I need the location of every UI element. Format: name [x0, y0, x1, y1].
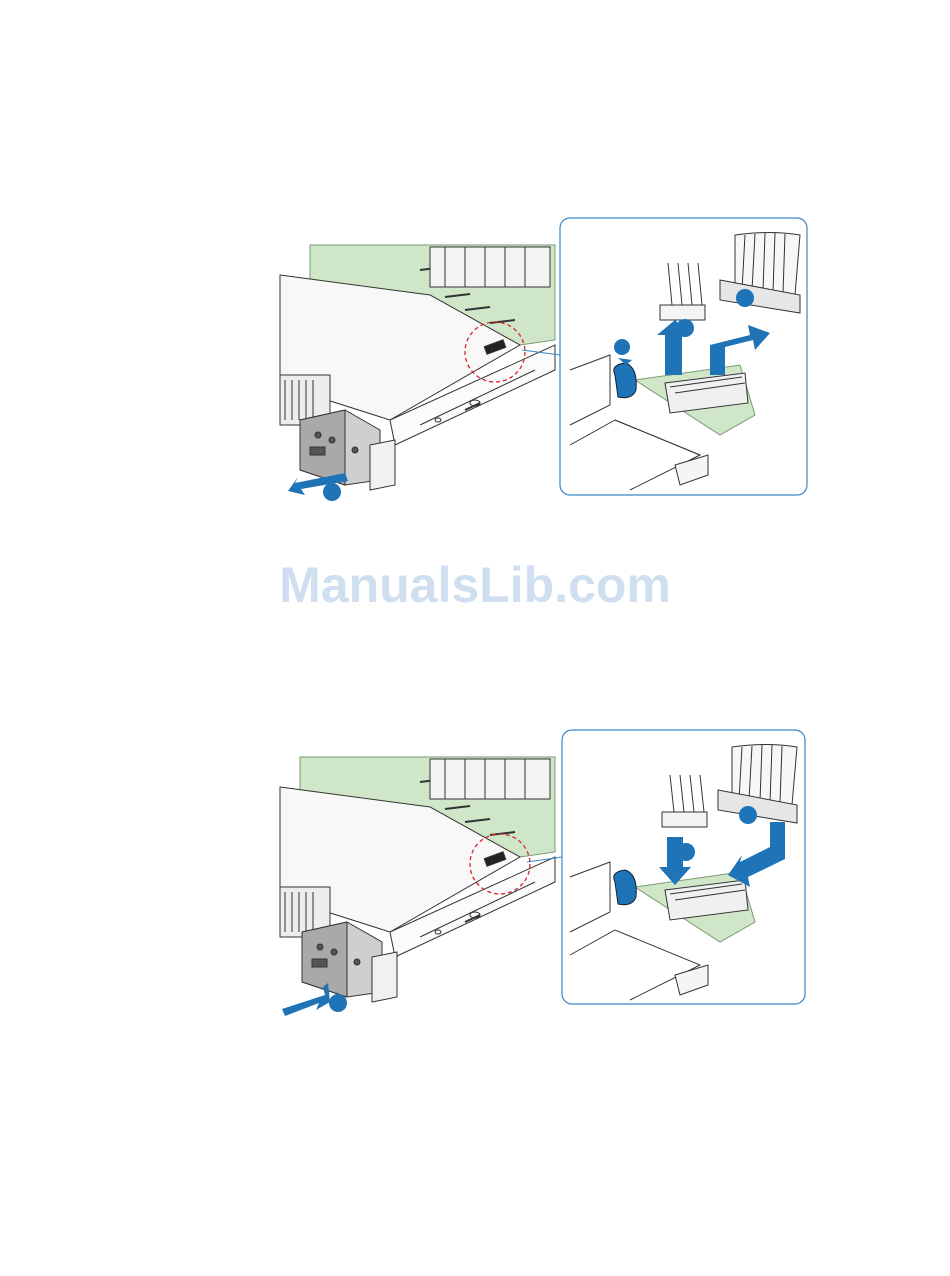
watermark-text: ManualsLib.com	[0, 555, 950, 615]
callout-marker-2	[676, 319, 694, 337]
illustration-install	[270, 727, 815, 1017]
figure-remove-io-panel	[270, 215, 815, 505]
callout-marker-3	[736, 289, 754, 307]
callout-marker-latch	[614, 339, 630, 355]
illustration-remove	[270, 215, 815, 505]
callout-marker-1	[329, 994, 347, 1012]
callout-marker-1	[323, 483, 341, 501]
chassis-drawing	[280, 245, 555, 490]
chassis-drawing	[280, 757, 555, 1002]
callout-marker-2	[677, 843, 695, 861]
figure-install-io-panel	[270, 727, 815, 1017]
callout-marker-3	[739, 806, 757, 824]
